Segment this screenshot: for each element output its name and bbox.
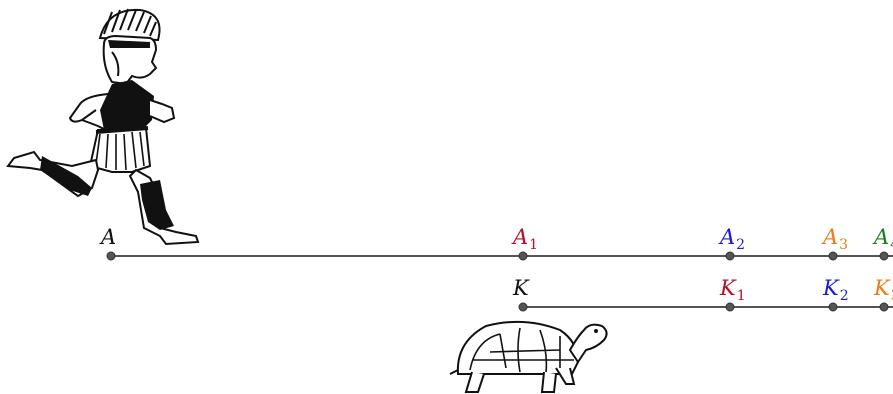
achilles-label-4: A4: [872, 225, 893, 253]
achilles-label-3: A3: [821, 225, 848, 253]
tortoise-label-subscript-3: 3: [891, 288, 893, 304]
achilles-label-0: A: [99, 225, 116, 249]
achilles-label-subscript-4: 4: [890, 237, 893, 253]
tortoise-label-subscript-2: 2: [840, 288, 849, 304]
achilles-point-4: [879, 251, 889, 261]
achilles-point-1: [518, 251, 528, 261]
achilles-runner-illustration: [6, 8, 200, 246]
tortoise-label-letter-3: K: [873, 276, 891, 300]
achilles-label-2: A2: [718, 225, 745, 253]
achilles-label-subscript-2: 2: [736, 237, 745, 253]
achilles-label-1: A1: [511, 225, 538, 253]
tortoise-label-0: K: [512, 276, 530, 300]
achilles-point-3: [828, 251, 838, 261]
achilles-label-letter-3: A: [821, 225, 838, 249]
tortoise-point-1: [725, 302, 735, 312]
achilles-label-letter-4: A: [872, 225, 889, 249]
tortoise-point-2: [828, 302, 838, 312]
tortoise-point-3: [879, 302, 889, 312]
tortoise-point-0: [518, 302, 528, 312]
tortoise-illustration: [449, 320, 608, 393]
tortoise-label-letter-0: K: [512, 276, 530, 300]
tortoise-label-1: K1: [719, 276, 746, 304]
achilles-point-0: [106, 251, 116, 261]
achilles-label-letter-1: A: [511, 225, 528, 249]
tortoise-label-2: K2: [822, 276, 849, 304]
achilles-point-2: [725, 251, 735, 261]
achilles-label-subscript-3: 3: [839, 237, 848, 253]
tortoise-label-subscript-1: 1: [737, 288, 746, 304]
tortoise-label-letter-2: K: [822, 276, 840, 300]
tortoise-label-letter-1: K: [719, 276, 737, 300]
tortoise-label-3: K3: [873, 276, 893, 304]
achilles-label-letter-0: A: [99, 225, 116, 249]
achilles-label-subscript-1: 1: [529, 237, 538, 253]
achilles-label-letter-2: A: [718, 225, 735, 249]
